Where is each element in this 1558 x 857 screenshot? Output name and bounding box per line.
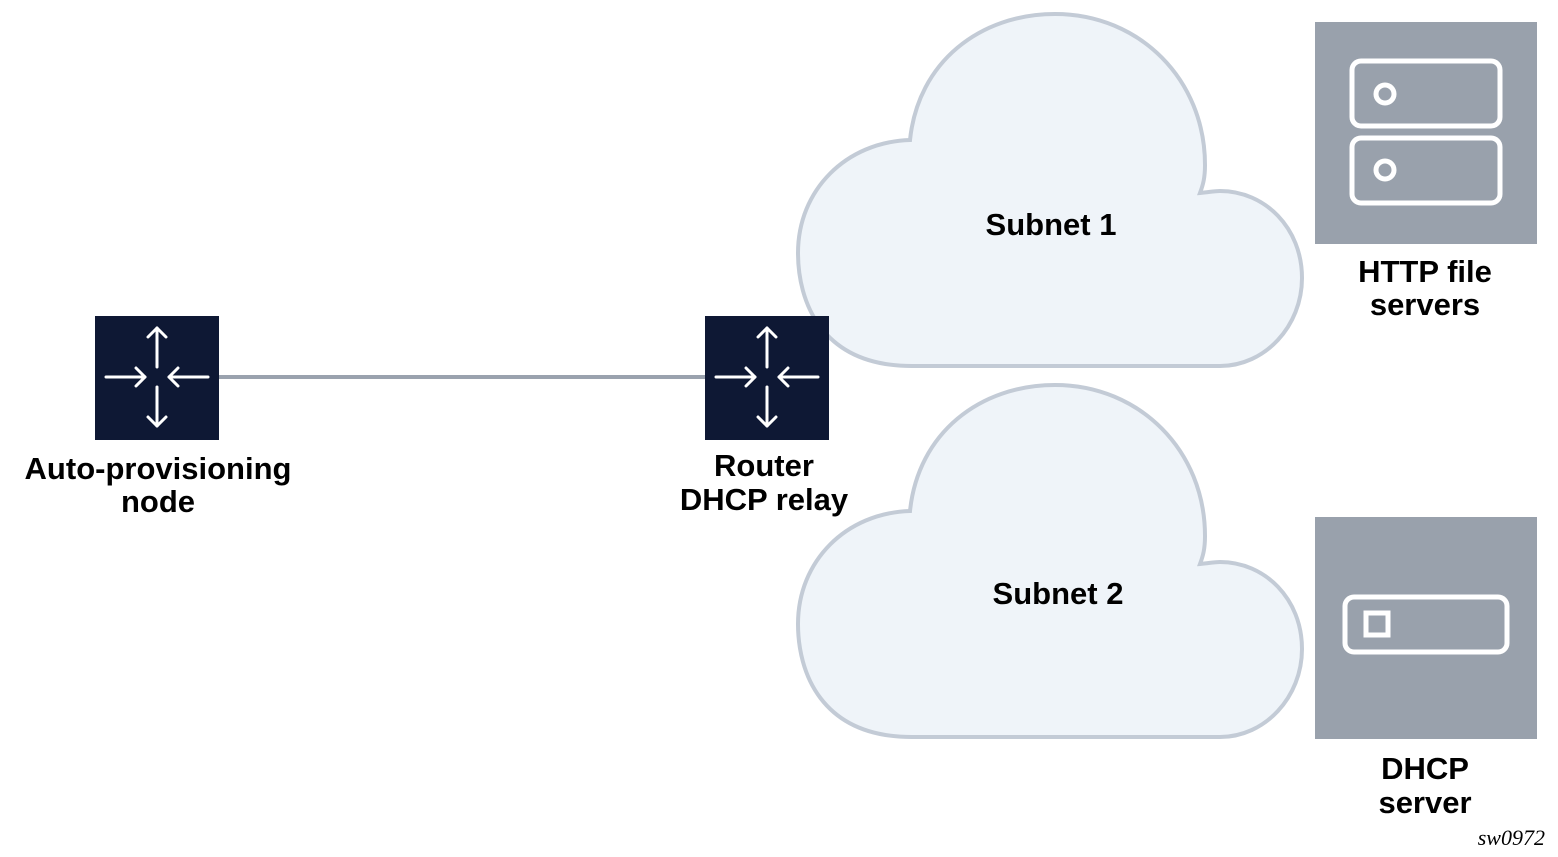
http-servers-label-line1: HTTP file <box>1358 254 1492 289</box>
subnet-1-cloud <box>795 11 1305 368</box>
router-label-line1: Router <box>714 448 814 483</box>
server-rack-icon <box>1349 58 1503 206</box>
subnet-1-label: Subnet 1 <box>986 207 1117 242</box>
auto-provisioning-node <box>95 316 219 440</box>
dhcp-server-box <box>1315 517 1537 739</box>
auto-node-label-line1: Auto-provisioning <box>25 451 292 486</box>
router-arrows-icon <box>714 326 820 428</box>
http-servers-label-line2: servers <box>1370 287 1480 322</box>
router-label-line2: DHCP relay <box>680 482 849 517</box>
subnet-2-label: Subnet 2 <box>993 576 1124 611</box>
router-dhcp-relay <box>705 316 829 440</box>
figure-code: sw0972 <box>1478 825 1545 850</box>
router-arrows-icon <box>104 326 210 428</box>
server-unit-icon <box>1342 594 1510 655</box>
http-servers-box <box>1315 22 1537 244</box>
dhcp-server-label-line2: server <box>1378 785 1471 820</box>
dhcp-server <box>1315 517 1537 739</box>
dhcp-server-label-line1: DHCP <box>1381 751 1469 786</box>
subnet-2-cloud <box>795 382 1305 739</box>
auto-node-label-line2: node <box>121 484 195 519</box>
http-file-servers <box>1315 22 1537 244</box>
